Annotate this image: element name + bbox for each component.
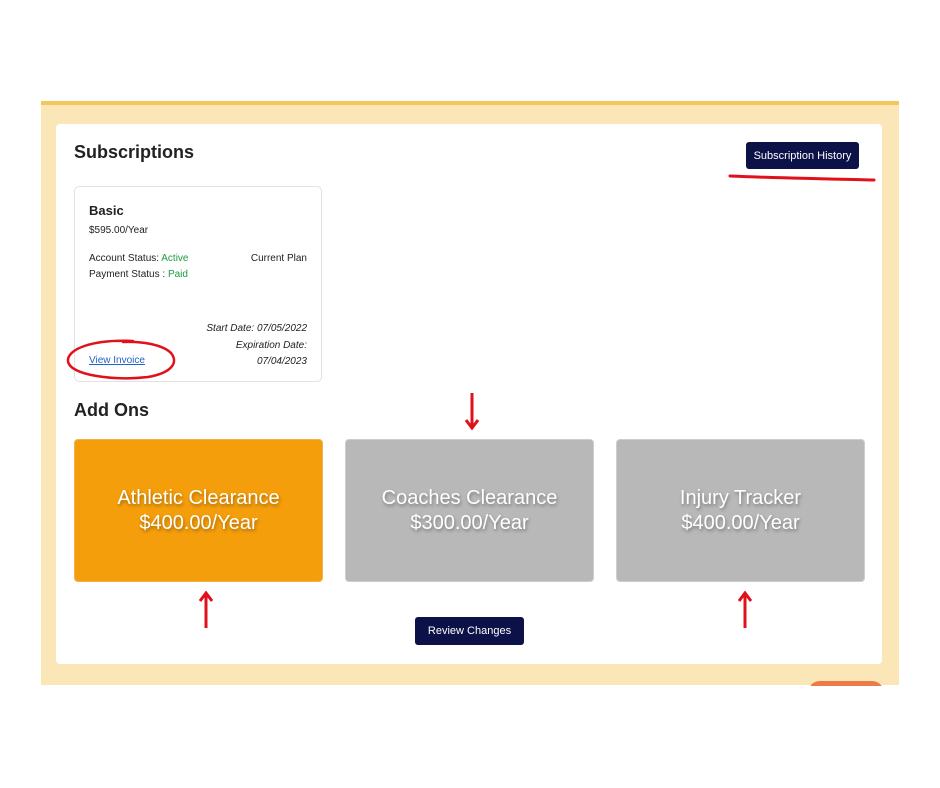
arrow-up-annotation xyxy=(198,590,214,628)
addon-athletic-clearance[interactable]: Athletic Clearance $400.00/Year xyxy=(74,439,323,582)
view-invoice-link[interactable]: View Invoice xyxy=(89,355,145,366)
review-changes-button[interactable]: Review Changes xyxy=(415,617,524,645)
annotation-circle xyxy=(66,339,176,380)
plan-card: Basic $595.00/Year Account Status: Activ… xyxy=(66,186,322,382)
expiration-date: 07/04/2023 xyxy=(256,356,307,367)
start-date: Start Date: 07/05/2022 xyxy=(206,323,307,334)
page-title: Subscriptions xyxy=(74,142,195,162)
arrow-up-annotation xyxy=(737,590,753,628)
addon-price: $400.00/Year xyxy=(139,511,258,534)
account-status-value: Active xyxy=(161,253,189,264)
payment-status: Payment Status : Paid xyxy=(89,269,188,280)
payment-status-value: Paid xyxy=(167,269,188,280)
subscriptions-panel: Subscriptions Subscription History Basic… xyxy=(56,124,882,664)
addon-name: Coaches Clearance xyxy=(381,486,558,509)
add-ons-title: Add Ons xyxy=(74,400,149,420)
addon-coaches-clearance[interactable]: Coaches Clearance $300.00/Year xyxy=(345,439,594,582)
background-mask xyxy=(800,686,900,706)
addon-price: $400.00/Year xyxy=(681,511,800,534)
current-plan-label: Current Plan xyxy=(250,253,307,264)
arrow-down-annotation xyxy=(464,393,480,431)
account-status-label: Account Status: xyxy=(89,253,162,264)
plan-name: Basic xyxy=(89,203,124,218)
addon-name: Injury Tracker xyxy=(679,486,802,509)
addon-price: $300.00/Year xyxy=(410,511,529,534)
expiration-label: Expiration Date: xyxy=(235,339,307,351)
account-status: Account Status: Active xyxy=(89,253,189,264)
addon-name: Athletic Clearance xyxy=(117,486,280,509)
subscription-history-button[interactable]: Subscription History xyxy=(746,142,859,169)
addon-injury-tracker[interactable]: Injury Tracker $400.00/Year xyxy=(616,439,865,582)
plan-price: $595.00/Year xyxy=(89,225,149,236)
plan-dates: Start Date: 07/05/2022 Expiration Date: … xyxy=(206,321,307,371)
payment-status-label: Payment Status : xyxy=(89,269,168,280)
annotation-underline xyxy=(728,174,876,182)
app-frame: Subscriptions Subscription History Basic… xyxy=(41,101,899,685)
